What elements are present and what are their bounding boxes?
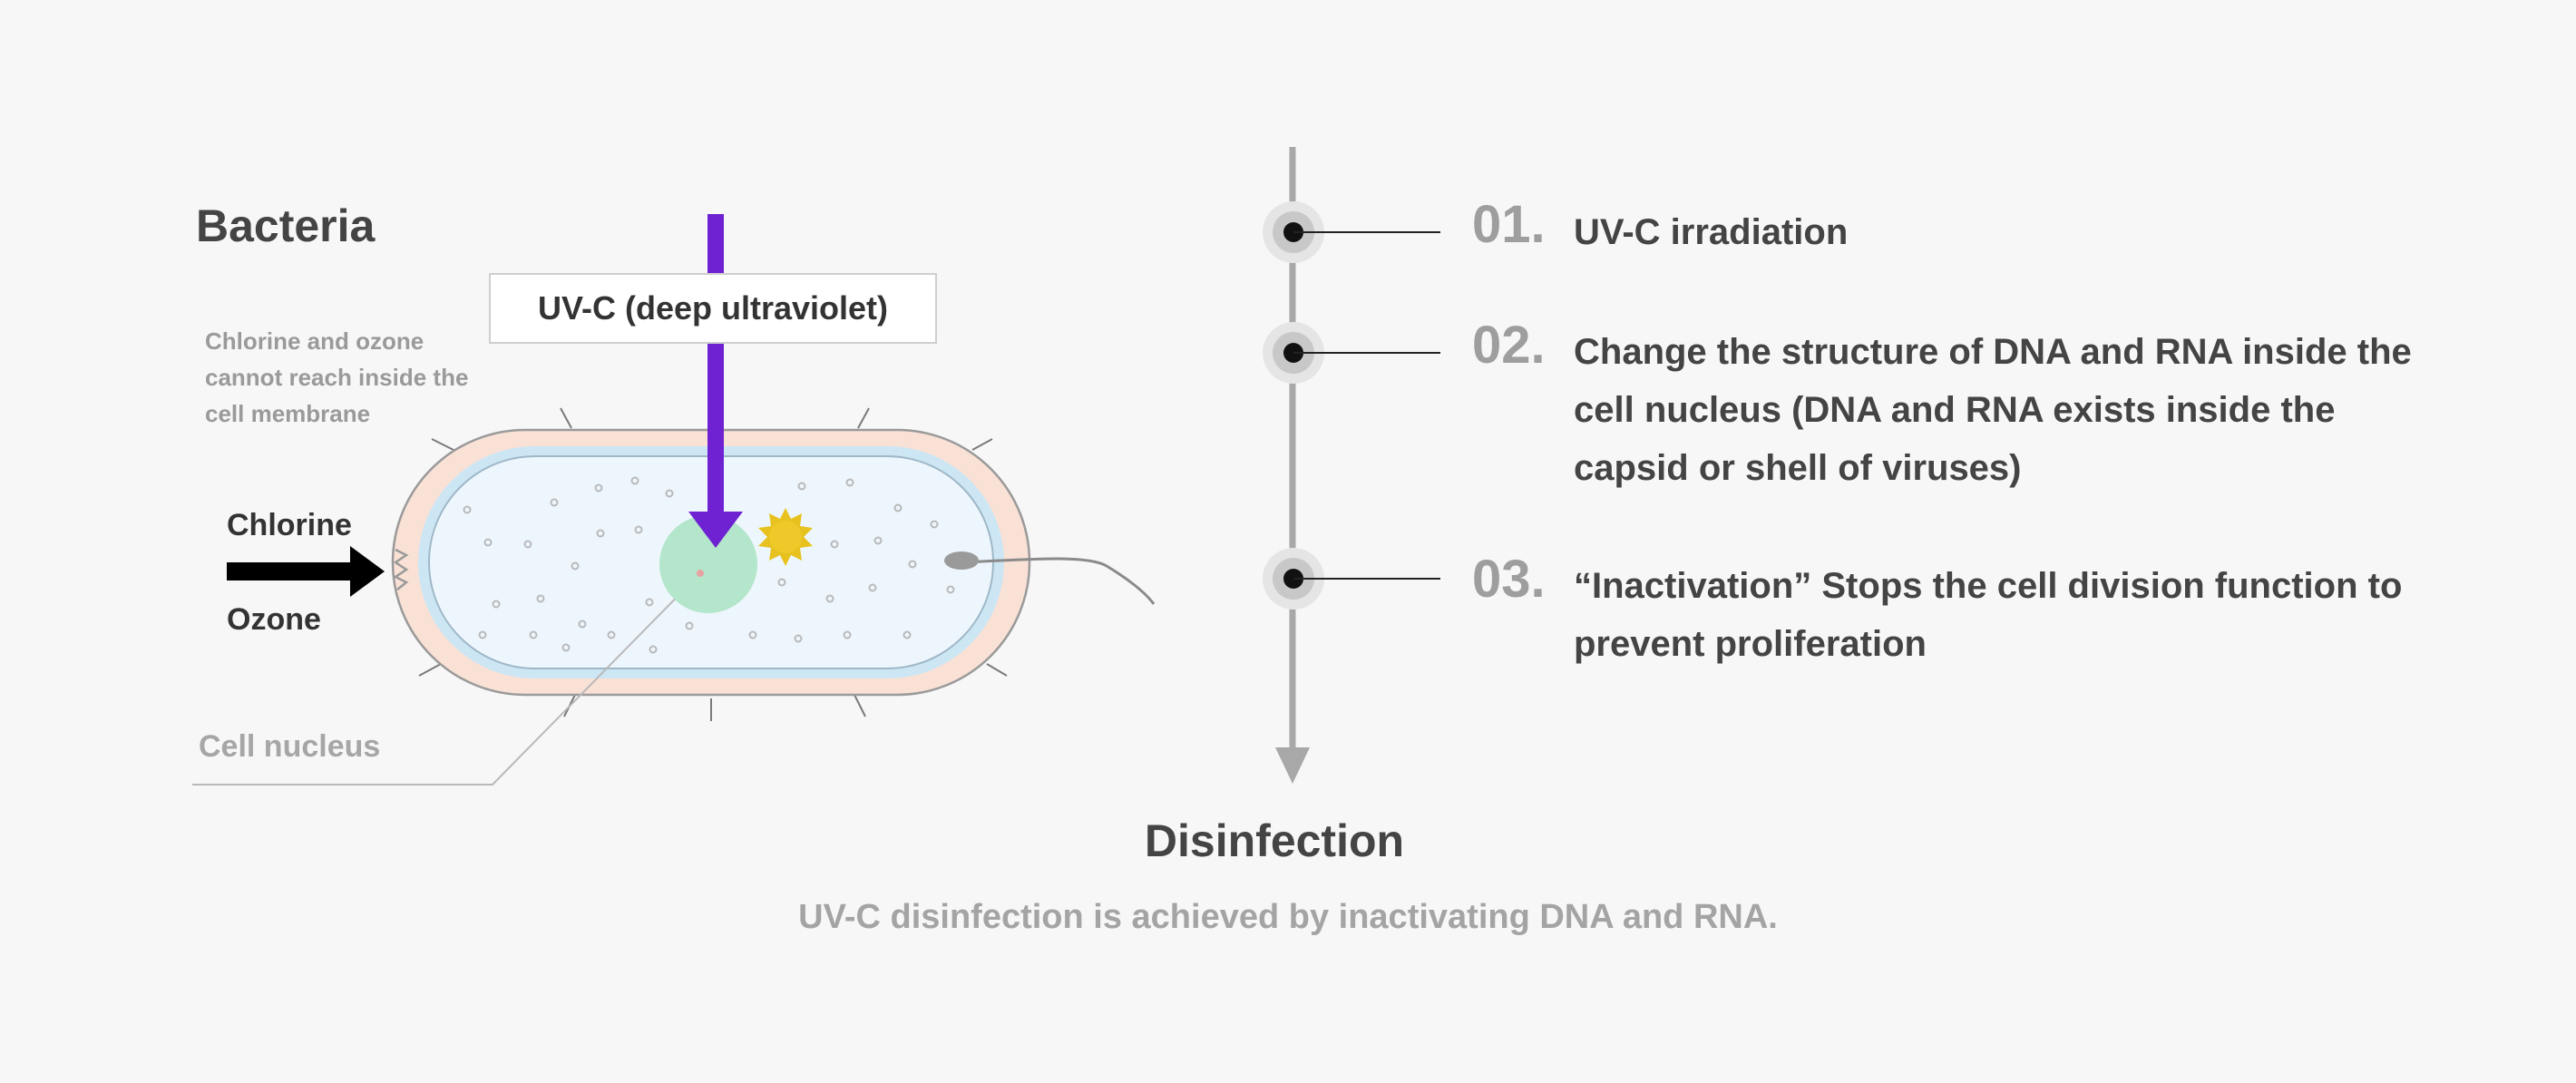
chlorine-label: Chlorine (227, 508, 352, 542)
timeline-marker-3 (1263, 548, 1440, 610)
uvc-label-box: UV-C (deep ultraviolet) (489, 273, 937, 344)
step-2-number: 02. (1472, 316, 1546, 375)
summary-caption: UV-C disinfection is achieved by inactiv… (798, 898, 1778, 936)
uvc-label: UV-C (deep ultraviolet) (537, 289, 889, 327)
cell-pili (418, 407, 1008, 721)
starburst-core (769, 521, 802, 553)
timeline-arrow-icon (1275, 747, 1310, 784)
flagellum (962, 557, 1156, 605)
bacteria-title: Bacteria (196, 200, 376, 251)
step-1-text: UV-C irradiation (1574, 212, 1849, 252)
membrane-notch (393, 548, 409, 590)
cell-nucleus (659, 515, 757, 613)
step-2-text: Change the structure of DNA and RNA insi… (1574, 332, 2412, 488)
right-arrow-icon (350, 546, 385, 597)
timeline-marker-2 (1263, 322, 1440, 384)
membrane-note: Chlorine and ozone cannot reach inside t… (205, 327, 469, 427)
summary-title: Disinfection (1144, 815, 1405, 866)
down-arrow-icon (688, 512, 743, 548)
nucleus-label: Cell nucleus (199, 729, 381, 764)
chemical-arrow-shaft (227, 562, 354, 581)
flagellum-base (944, 551, 979, 570)
step-1-number: 01. (1472, 195, 1546, 254)
timeline-marker-1 (1263, 201, 1440, 263)
nucleus-core (697, 570, 704, 577)
ozone-label: Ozone (227, 602, 321, 637)
step-3-text: “Inactivation” Stops the cell division f… (1574, 566, 2403, 664)
uv-arrow-shaft (707, 214, 724, 513)
nucleus-leader-line (192, 572, 701, 785)
step-3-number: 03. (1472, 550, 1546, 609)
